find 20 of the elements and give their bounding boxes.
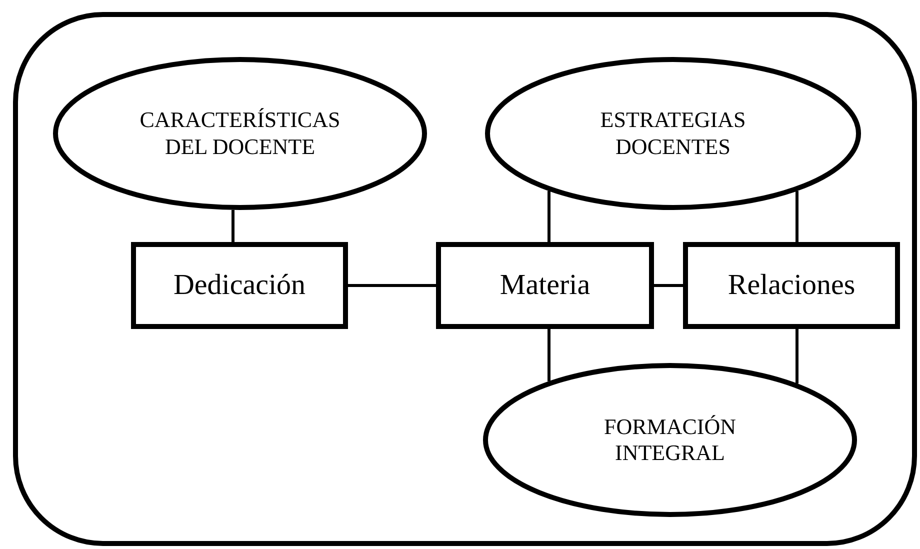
box-label: Dedicación [173,269,306,302]
rounded-frame [13,12,917,546]
process-box [683,242,900,329]
connector-line [654,284,683,287]
ellipse-label: ESTRATEGIAS DOCENTES [599,107,747,160]
box-label: Relaciones [728,269,856,302]
box-label: Materia [500,269,590,302]
connector-line [796,329,798,384]
connector-line [548,329,550,382]
connector-line [348,284,436,287]
ellipse-node [483,363,857,517]
ellipse-node [485,57,861,210]
connector-line [232,210,234,242]
process-box [131,242,348,329]
process-box [436,242,654,329]
connector-line [548,191,550,242]
ellipse-node [53,57,427,210]
ellipse-label: FORMACIÓN INTEGRAL [602,414,738,466]
connector-line [796,191,798,242]
ellipse-label: CARACTERÍSTICAS DEL DOCENTE [138,107,342,160]
